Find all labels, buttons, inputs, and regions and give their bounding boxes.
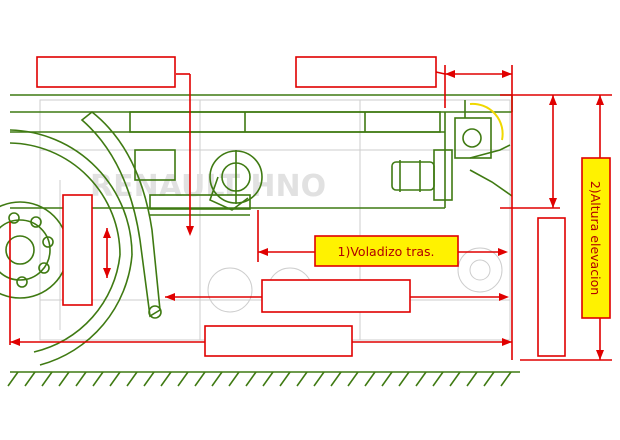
wheel-tire-inner (9, 142, 121, 256)
rear-wheel (0, 129, 133, 366)
hatch-stroke (466, 371, 478, 387)
arrowhead (186, 226, 194, 236)
gear-linkage (209, 176, 249, 211)
hatch-stroke (160, 371, 172, 387)
hatch-stroke (364, 371, 376, 387)
hatch-stroke (126, 371, 138, 387)
arrowhead (103, 268, 111, 278)
hatch-stroke (296, 371, 308, 387)
hatch-stroke (262, 371, 274, 387)
altura-label: 2)Altura elevacion (588, 181, 603, 295)
leaf-spring (149, 194, 251, 210)
arrowhead (258, 248, 268, 256)
hitch-pin (462, 128, 482, 148)
arrowhead (499, 293, 509, 301)
arrowhead (445, 70, 455, 78)
hatch-stroke (330, 371, 342, 387)
crossmember (129, 111, 441, 133)
wheel-tire-outer-lower (39, 254, 133, 366)
dimension-box-middle (261, 279, 411, 313)
hatch-stroke (449, 371, 461, 387)
arrowhead (549, 198, 557, 208)
suspension-bracket (80, 110, 251, 319)
hatch-stroke (143, 371, 155, 387)
wheel-hub (0, 219, 51, 281)
hatch-stroke (109, 371, 121, 387)
dimension-value-boxes (36, 56, 566, 357)
hatch-stroke (194, 371, 206, 387)
wheel-nut (42, 236, 54, 248)
hatch-stroke (313, 371, 325, 387)
tow-hitch-assembly (391, 100, 513, 201)
watermark-logo: RENAULT HNO (90, 169, 326, 204)
hatch-stroke (24, 371, 36, 387)
hatch-stroke (432, 371, 444, 387)
hatch-stroke (92, 371, 104, 387)
hitch-arm-lower (469, 169, 513, 197)
hatch-stroke (75, 371, 87, 387)
arrowhead (502, 338, 512, 346)
voladizo-label: 1)Voladizo tras. (338, 244, 435, 259)
arrowhead (103, 228, 111, 238)
leader-line (435, 71, 446, 75)
ghost-hub (469, 259, 491, 281)
ground-hatching (7, 371, 512, 387)
dimension-box-right-vertical (537, 217, 566, 357)
dimension-lines (10, 70, 604, 360)
ground-line (7, 371, 520, 387)
dimension-box-top-left (36, 56, 176, 88)
hitch-cylinder (391, 161, 435, 191)
wheel-nut (38, 262, 50, 274)
wheel-tire-outer (9, 129, 133, 256)
hatch-stroke (7, 371, 19, 387)
wheel-axle (5, 235, 35, 265)
hatch-stroke (245, 371, 257, 387)
hatch-stroke (483, 371, 495, 387)
dimension-extension-lines (9, 65, 612, 361)
wheel-nut (16, 276, 28, 288)
arrowhead (502, 70, 512, 78)
hitch-mount-plate (433, 149, 453, 201)
ghost-wheel (207, 267, 253, 313)
arrowhead (165, 293, 175, 301)
hatch-stroke (228, 371, 240, 387)
hatch-stroke (58, 371, 70, 387)
arrowhead (549, 95, 557, 105)
hatch-stroke (347, 371, 359, 387)
gearbox-assembly (209, 150, 263, 211)
arrowhead (596, 350, 604, 360)
altura-highlight-box (581, 157, 611, 319)
hitch-coupling-head (454, 117, 492, 159)
bracket-pivot (148, 305, 162, 319)
hatch-stroke (211, 371, 223, 387)
wheel-nut (30, 216, 42, 228)
arrowhead (596, 95, 604, 105)
callout-voladizo: 1)Voladizo tras. (314, 235, 459, 267)
hatch-stroke (398, 371, 410, 387)
hatch-stroke (41, 371, 53, 387)
hatch-stroke (381, 371, 393, 387)
hatch-stroke (177, 371, 189, 387)
dimension-box-left-vertical (62, 194, 93, 306)
callout-altura: 2)Altura elevacion (581, 157, 611, 319)
arrowhead (10, 338, 20, 346)
ghost-wheel (457, 247, 503, 293)
voladizo-highlight-box (314, 235, 459, 267)
hitch-arm-upper (469, 144, 511, 159)
dimension-box-bottom (204, 325, 353, 357)
spring-hanger (134, 149, 176, 181)
mudguard-bracket (80, 110, 161, 318)
wheel-tire-inner-lower (33, 254, 121, 353)
hatch-stroke (415, 371, 427, 387)
wheel-nut (8, 212, 20, 224)
hatch-stroke (500, 371, 512, 387)
hatch-stroke (279, 371, 291, 387)
dimension-box-top-middle (295, 56, 437, 88)
arrowhead (498, 248, 508, 256)
hitch-swing-arc (469, 102, 504, 141)
